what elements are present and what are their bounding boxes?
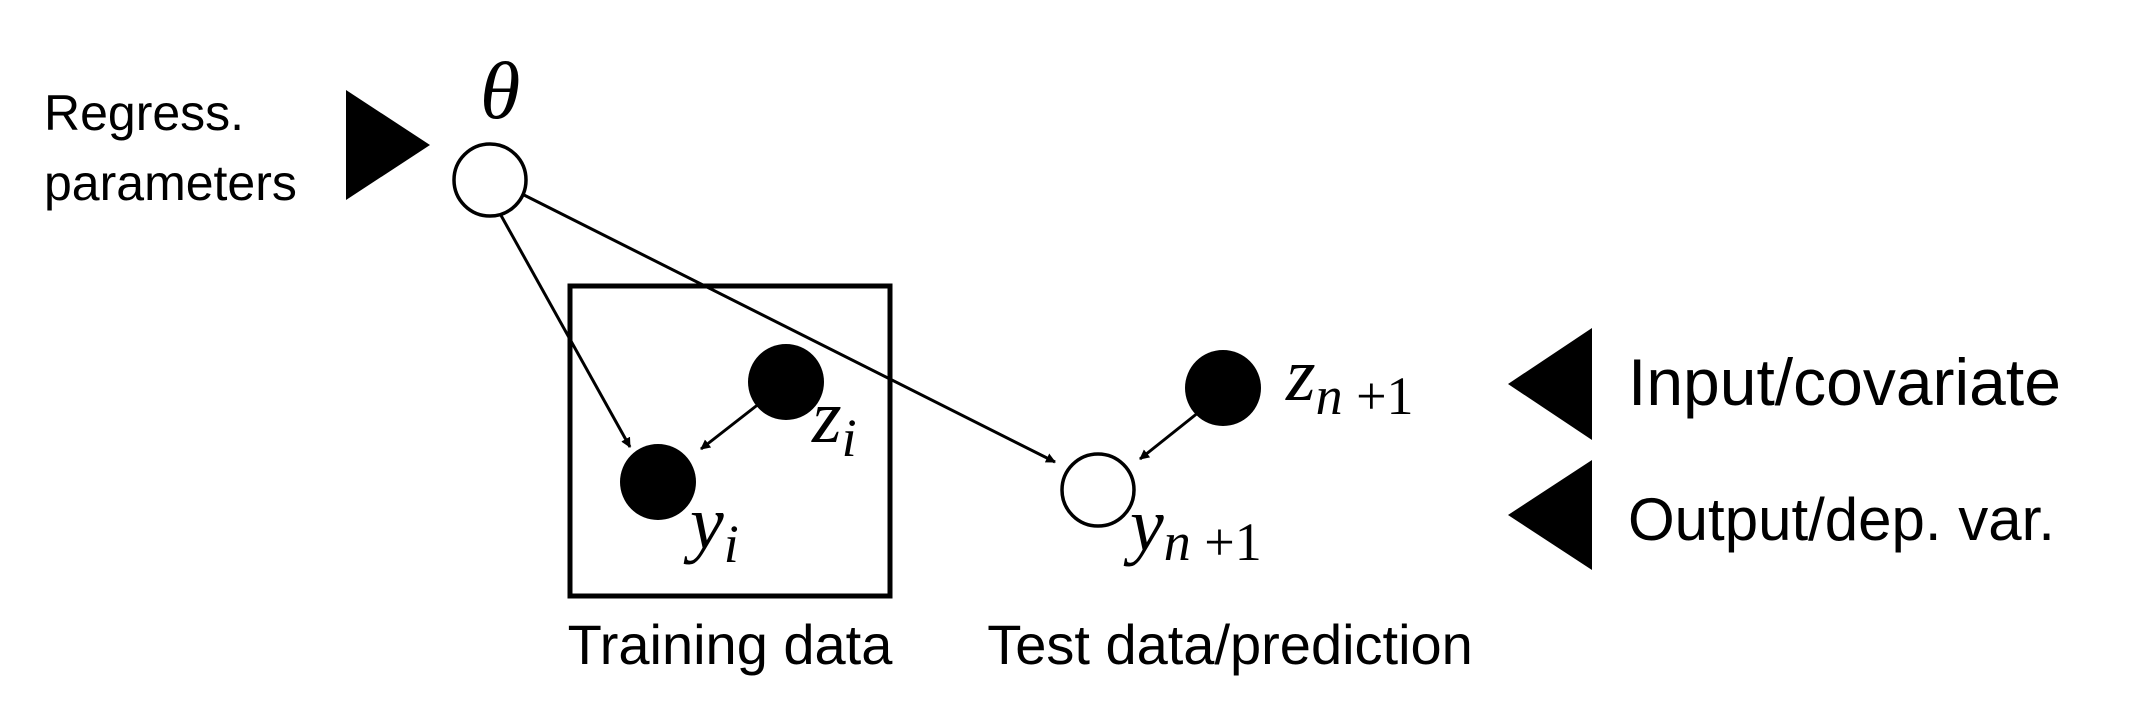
regress-label-line2: parameters [44,155,297,211]
training-plate [567,283,893,599]
regress-label-line1: Regress. [44,85,244,141]
right-pointer-triangle-icon [346,90,430,200]
yi-label: yi [683,481,739,574]
yn1-label: yn +1 [1123,483,1262,572]
yn1-node [1060,452,1136,528]
legend-input-label: Input/covariate [1628,345,2061,419]
theta-label: θ [480,45,520,136]
theta-node [452,142,528,218]
zn1-label: zn +1 [1285,333,1414,426]
left-pointer-triangle-icon [1508,328,1592,440]
zi-label: zi [811,375,857,468]
edge-theta-to-yn1 [523,193,1056,464]
plate-caption: Training data [568,613,894,676]
zn1-node [1185,350,1261,426]
test-caption: Test data/prediction [987,613,1473,676]
edge-zn1-to-yn1 [1139,410,1200,461]
left-pointer-triangle-icon [1508,460,1592,570]
edge-theta-to-yi [496,209,632,448]
zi-node [748,344,824,420]
yi-node [620,444,696,520]
legend-output-label: Output/dep. var. [1628,486,2055,553]
edge-zi-to-yi [700,401,761,451]
